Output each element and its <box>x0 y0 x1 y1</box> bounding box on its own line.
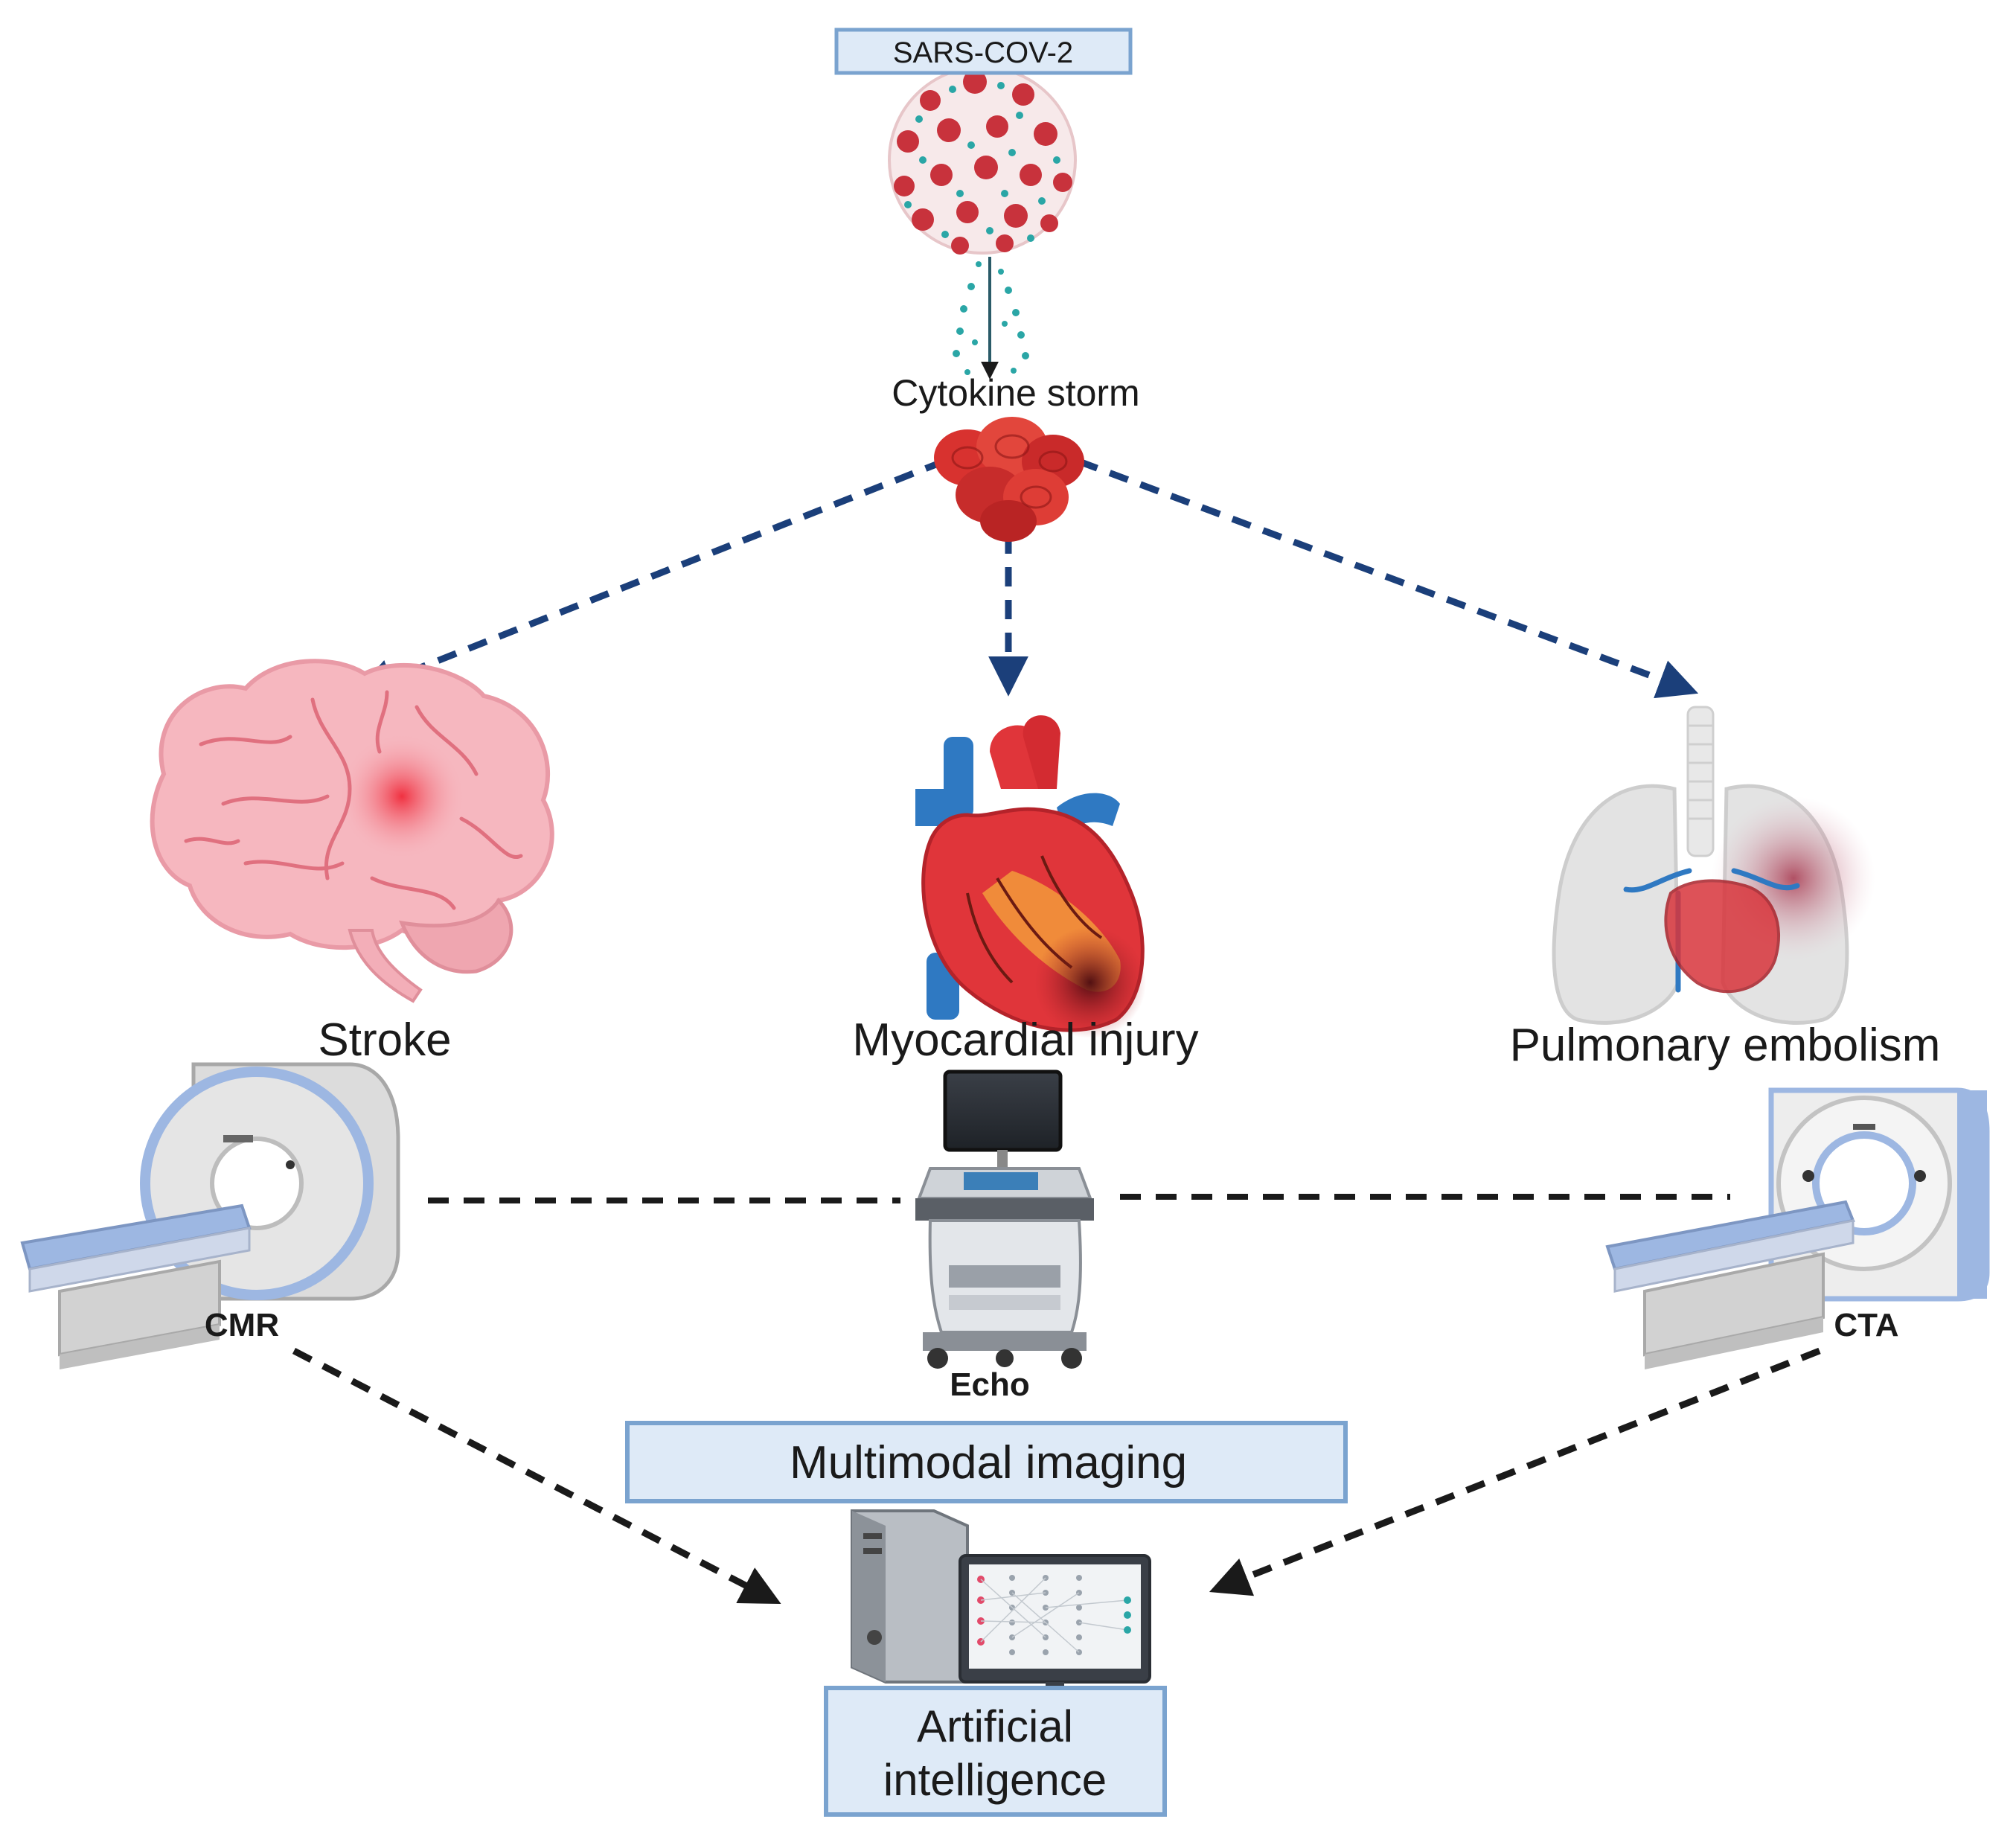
arrow-cta-to-ai <box>1209 1347 1821 1596</box>
arrow-storm-to-stroke <box>353 458 945 698</box>
outcome-stroke-label: Stroke <box>318 1014 451 1066</box>
ultrasound-machine-icon <box>915 1070 1094 1369</box>
outcome-pulmonary-label: Pulmonary embolism <box>1510 1020 1941 1071</box>
computer-icon <box>851 1509 1151 1703</box>
ct-scanner-icon <box>1605 1087 1990 1369</box>
blood-cells-icon <box>934 417 1084 542</box>
outcome-myocardial-label: Myocardial injury <box>852 1014 1198 1066</box>
arrows-group <box>292 458 1821 1604</box>
ai-label-line1: Artificial <box>917 1701 1073 1751</box>
brain-icon <box>150 659 554 1003</box>
modality-echo-label: Echo <box>950 1366 1030 1403</box>
arrow-storm-to-pulmonary <box>1078 458 1699 699</box>
lungs-icon <box>1552 706 1875 1025</box>
arrow-cmr-to-ai <box>292 1348 781 1604</box>
cytokine-release-icon <box>953 257 1029 380</box>
imaging-label: Multimodal imaging <box>790 1437 1187 1489</box>
modality-cta-label: CTA <box>1834 1307 1898 1343</box>
source-label: SARS-COV-2 <box>893 36 1073 69</box>
ai-box <box>824 1686 1167 1817</box>
heart-icon <box>915 715 1146 1038</box>
ai-label-line2: intelligence <box>883 1755 1107 1805</box>
virus-icon <box>888 65 1077 255</box>
mri-scanner-icon <box>20 1062 400 1369</box>
mediator-label: Cytokine storm <box>892 372 1139 414</box>
imaging-box <box>625 1421 1348 1503</box>
source-box <box>834 28 1133 75</box>
modality-cmr-label: CMR <box>205 1307 279 1343</box>
